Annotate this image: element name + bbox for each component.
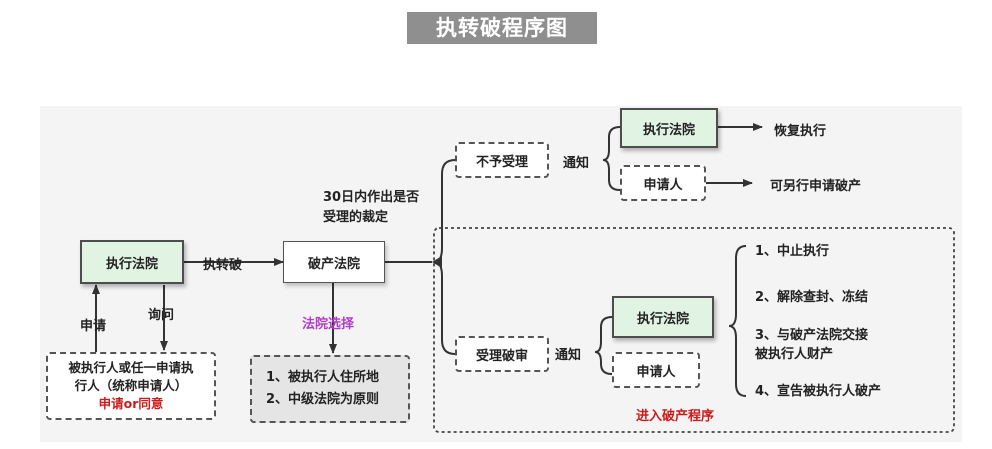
result-item-1: 1、中止执行 (755, 244, 830, 259)
court-select-label: 法院选择 (302, 317, 355, 332)
exec-court-bottom-label: 执行法院 (636, 311, 689, 327)
another-apply-label: 可另行申请破产 (770, 179, 862, 194)
notify-top-brace (602, 126, 621, 191)
accept-label: 受理破审 (475, 348, 528, 364)
applicant-top-label: 申请人 (643, 177, 683, 193)
court-choice-box: 1、被执行人住所地 2、中级法院为原则 (250, 355, 410, 423)
applicant-line1: 被执行人或任一申请执 (68, 360, 194, 375)
within30-line1: 30日内作出是否 (323, 190, 420, 205)
notify-top-label: 通知 (563, 156, 590, 171)
exec-court-top-label: 执行法院 (642, 122, 695, 138)
applicant-top-box: 申请人 (620, 165, 706, 201)
result-item-3: 3、与破产法院交接 (755, 328, 869, 343)
applicant-bottom-label: 申请人 (636, 364, 676, 380)
resume-label: 恢复执行 (774, 124, 827, 139)
results-brace (728, 245, 747, 397)
exec-court-left-box: 执行法院 (80, 240, 184, 284)
exec-court-bottom-box: 执行法院 (612, 296, 714, 338)
applicant-note: 申请or同意 (98, 396, 164, 411)
applicant-line2: 行人（统称申请人） (74, 378, 188, 393)
court-choice-line2: 2、中级法院为原则 (266, 392, 380, 407)
notify-bottom-label: 通知 (555, 348, 582, 363)
inquire-label: 询问 (148, 308, 175, 323)
accept-box: 受理破审 (455, 336, 549, 372)
enter-bankruptcy-enclosure (433, 227, 955, 433)
not-accept-label: 不予受理 (475, 154, 528, 170)
result-item-4: 4、宣告被执行人破产 (755, 384, 882, 399)
applicant-box: 被执行人或任一申请执 行人（统称申请人） 申请or同意 (46, 352, 216, 420)
diagram-title: 执转破程序图 (407, 12, 597, 44)
bankruptcy-court-label: 破产法院 (307, 256, 360, 272)
within30-line2: 受理的裁定 (323, 210, 389, 225)
exec-court-left-label: 执行法院 (105, 256, 158, 272)
zhizhuanpo-label: 执转破 (203, 258, 243, 273)
applicant-bottom-box: 申请人 (612, 352, 700, 388)
result-item-3-cont: 被执行人财产 (755, 347, 834, 362)
not-accept-box: 不予受理 (455, 142, 549, 178)
bankruptcy-court-box: 破产法院 (283, 241, 385, 283)
exec-court-top-box: 执行法院 (620, 108, 718, 148)
apply-label: 申请 (80, 319, 107, 334)
result-item-2: 2、解除查封、冻结 (755, 290, 869, 305)
decision-brace (433, 159, 456, 355)
enter-bankruptcy-label: 进入破产程序 (636, 409, 715, 424)
court-choice-line1: 1、被执行人住所地 (266, 370, 380, 385)
notify-bottom-brace (594, 316, 613, 375)
